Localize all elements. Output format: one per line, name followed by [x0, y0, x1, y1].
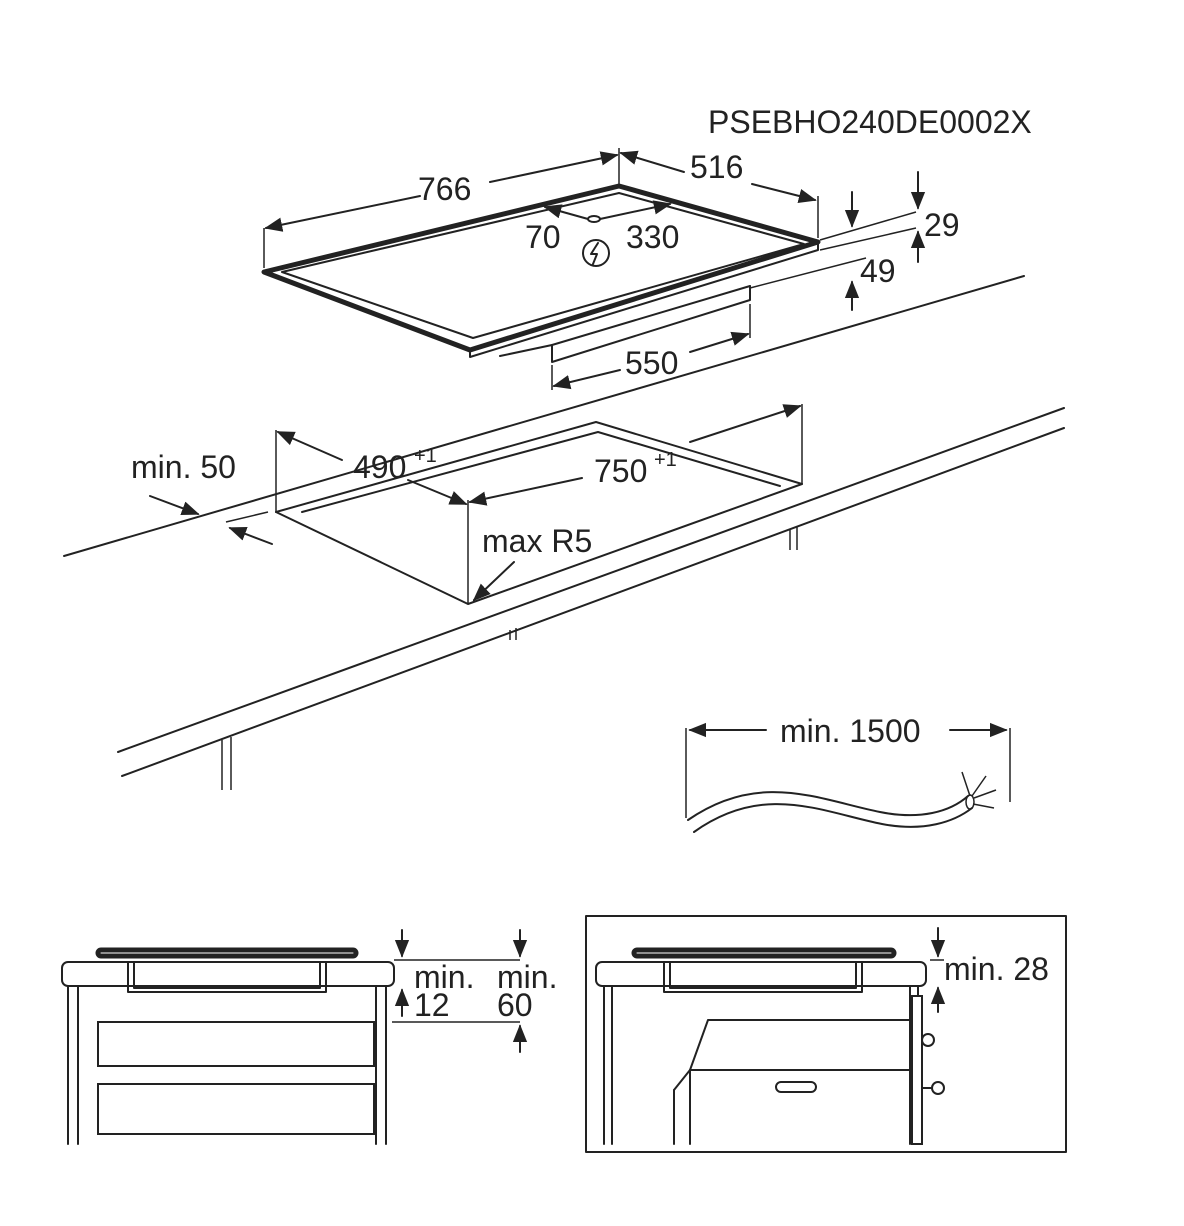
oven-installation-illustration: min. 28 [585, 915, 1067, 1153]
power-connection-icon [582, 239, 610, 267]
hob-unit [261, 183, 821, 363]
connection-offset-left-label: 70 [525, 219, 561, 255]
drawer-gap-total-value: 60 [497, 987, 533, 1023]
hob-width-dimension: 766 [263, 148, 620, 268]
cable-length-label: min. 1500 [780, 713, 921, 749]
oven-gap-label: min. 28 [944, 951, 1049, 987]
power-cable [687, 771, 997, 833]
glass-thickness-dimension: 29 [819, 171, 960, 263]
body-width-label: 550 [625, 345, 678, 381]
hob-depth-label: 516 [690, 149, 743, 185]
cutout-width-tolerance: +1 [654, 449, 677, 471]
drawer-installation-illustration: min. 12 min. 60 [61, 929, 557, 1145]
hob-depth-dimension: 516 [619, 149, 819, 238]
corner-radius-dimension: max R5 [472, 523, 592, 602]
edge-distance-label: min. 50 [131, 449, 236, 485]
corner-radius-label: max R5 [482, 523, 592, 559]
connection-offset-dimension: 70 330 [525, 200, 679, 255]
cutout-width-label: 750 [594, 453, 647, 489]
model-code: PSEBHO240DE0002X [708, 104, 1032, 140]
cutout-depth-label: 490 [353, 449, 406, 485]
connection-offset-right-label: 330 [626, 219, 679, 255]
hob-width-label: 766 [418, 171, 471, 207]
edge-distance-dimension: min. 50 [131, 449, 273, 545]
worktop [63, 275, 1065, 790]
body-height-label: 49 [860, 253, 896, 289]
drawer-gap-top-value: 12 [414, 987, 450, 1023]
cable-length-dimension: min. 1500 [685, 713, 1011, 818]
glass-thickness-label: 29 [924, 207, 960, 243]
cutout-depth-tolerance: +1 [414, 445, 437, 467]
body-width-dimension: 550 [551, 304, 751, 390]
drawer-gap-top-label: min. [414, 959, 474, 995]
cutout-width-dimension: 750 +1 [468, 404, 802, 506]
drawer-gap-total-label: min. [497, 959, 557, 995]
cutout-depth-dimension: 490 +1 [276, 431, 468, 505]
body-height-dimension: 49 [749, 253, 896, 311]
cutout [275, 404, 803, 605]
